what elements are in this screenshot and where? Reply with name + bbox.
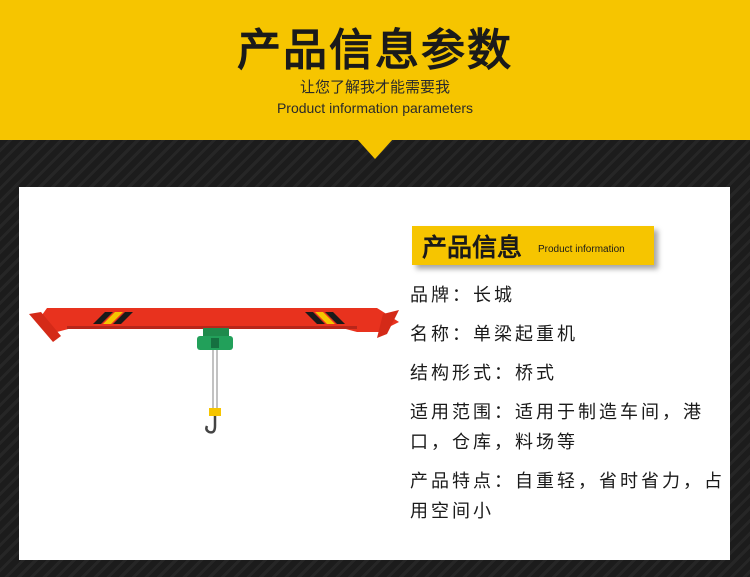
page-title: 产品信息参数 [237,25,513,76]
page-subtitle-en: Product information parameters [276,100,474,116]
left-end-carriage [29,312,61,342]
page-subtitle: 让您了解我才能需要我 [299,78,450,96]
spec-value: 适用于制造车间，港口，仓库，料场等 [410,402,704,453]
header-arrow [357,139,393,159]
spec-label: 结构形式： [410,363,515,384]
spec-value: 桥式 [515,363,557,384]
warning-stripes-left [93,312,133,324]
spec-value: 长城 [473,285,515,306]
spec-label: 品牌： [410,285,473,306]
right-end-carriage [377,310,399,338]
header-banner: 产品信息参数 让您了解我才能需要我 Product information pa… [0,0,750,140]
spec-value: 自重轻，省时省力，占用空间小 [410,471,725,522]
spec-label: 产品特点： [410,471,515,492]
spec-name: 名称：单梁起重机 [410,320,730,350]
product-info-tag: 产品信息 Product information [412,226,654,265]
spec-list: 品牌：长城 名称：单梁起重机 结构形式：桥式 适用范围：适用于制造车间，港口，仓… [410,281,730,536]
hook-icon [205,408,221,434]
info-tag-title: 产品信息 [422,233,523,262]
spec-value: 单梁起重机 [473,324,578,345]
spec-structure: 结构形式：桥式 [410,359,730,389]
spec-label: 名称： [410,324,473,345]
spec-label: 适用范围： [410,402,515,423]
hoist-trolley [197,328,233,350]
spec-scope: 适用范围：适用于制造车间，港口，仓库，料场等 [410,398,730,458]
info-tag-subtitle: Product information [538,244,625,255]
spec-brand: 品牌：长城 [410,281,730,311]
product-card: 产品信息 Product information 品牌：长城 名称：单梁起重机 … [19,187,730,560]
warning-stripes-right [305,312,345,324]
crane-image [29,308,399,434]
spec-features: 产品特点：自重轻，省时省力，占用空间小 [410,467,730,527]
